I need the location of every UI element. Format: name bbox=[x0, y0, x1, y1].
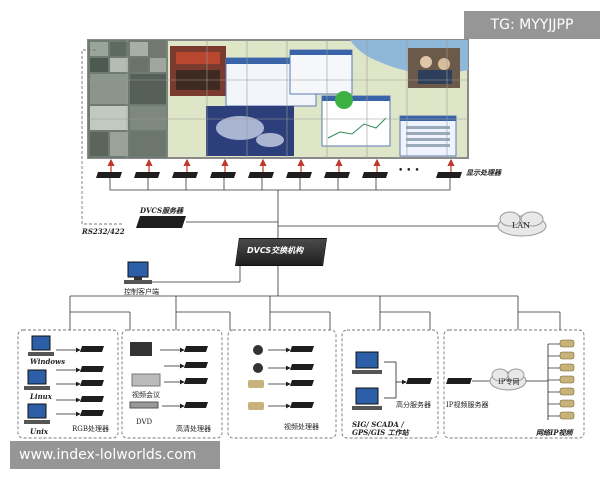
camera-thumbnails bbox=[88, 40, 168, 158]
dvcs-server bbox=[136, 216, 278, 228]
lan-label: LAN bbox=[512, 221, 531, 230]
rgb-group bbox=[17, 329, 119, 439]
rs232-link bbox=[81, 49, 122, 225]
watermark-top-right: TG: MYYJJPP bbox=[464, 11, 600, 39]
ellipsis-label: • • • bbox=[398, 166, 420, 176]
rs232-label: RS232/422 bbox=[82, 227, 125, 236]
hd-sources bbox=[129, 342, 208, 409]
ip-network-label: IP专网 bbox=[498, 378, 520, 386]
dvcs-server-label: DVCS服务器 bbox=[140, 206, 184, 215]
unix-label: Unix bbox=[30, 427, 49, 436]
chart-window bbox=[321, 95, 391, 147]
rgb-sources bbox=[24, 335, 104, 424]
ip-video-server-label: IP视频服务器 bbox=[446, 401, 489, 409]
video-sources bbox=[248, 345, 314, 410]
hd-processor-label: 高清处理器 bbox=[176, 425, 211, 433]
lan-cloud bbox=[278, 211, 547, 237]
ip-video-group bbox=[443, 329, 585, 439]
display-processor-label: 显示处理器 bbox=[466, 168, 501, 177]
distribution-lines bbox=[69, 266, 561, 330]
table-window bbox=[399, 115, 457, 157]
dvcs-switch-label: DVCS交换机构 bbox=[247, 246, 304, 255]
app-window bbox=[289, 49, 353, 95]
windows-label: Windows bbox=[30, 357, 66, 366]
ip-video bbox=[446, 339, 575, 420]
linux-label: Linux bbox=[30, 392, 52, 401]
control-client-label: 控制客户端 bbox=[124, 288, 159, 296]
video-conference-label: 视频会议 bbox=[132, 391, 160, 399]
control-client bbox=[124, 261, 241, 284]
network-ip-video-label: 网络IP视频 bbox=[536, 428, 573, 437]
hd-group bbox=[121, 329, 223, 439]
video-processor-label: 视频处理器 bbox=[284, 423, 319, 431]
display-processors bbox=[96, 158, 462, 238]
workstations bbox=[352, 351, 432, 410]
sig-scada-label: SIG/ SCADA / bbox=[352, 420, 404, 429]
workstation-group bbox=[341, 329, 439, 439]
hires-server-label: 高分服务器 bbox=[396, 401, 431, 409]
video-group bbox=[227, 329, 337, 439]
gps-gis-label: GPS/GIS 工作站 bbox=[352, 428, 409, 437]
rgb-processor-label: RGB处理器 bbox=[72, 425, 110, 433]
dvd-label: DVD bbox=[136, 418, 153, 426]
video-wall bbox=[87, 39, 469, 159]
watermark-bottom-left: www.index-lolworlds.com bbox=[10, 441, 220, 469]
